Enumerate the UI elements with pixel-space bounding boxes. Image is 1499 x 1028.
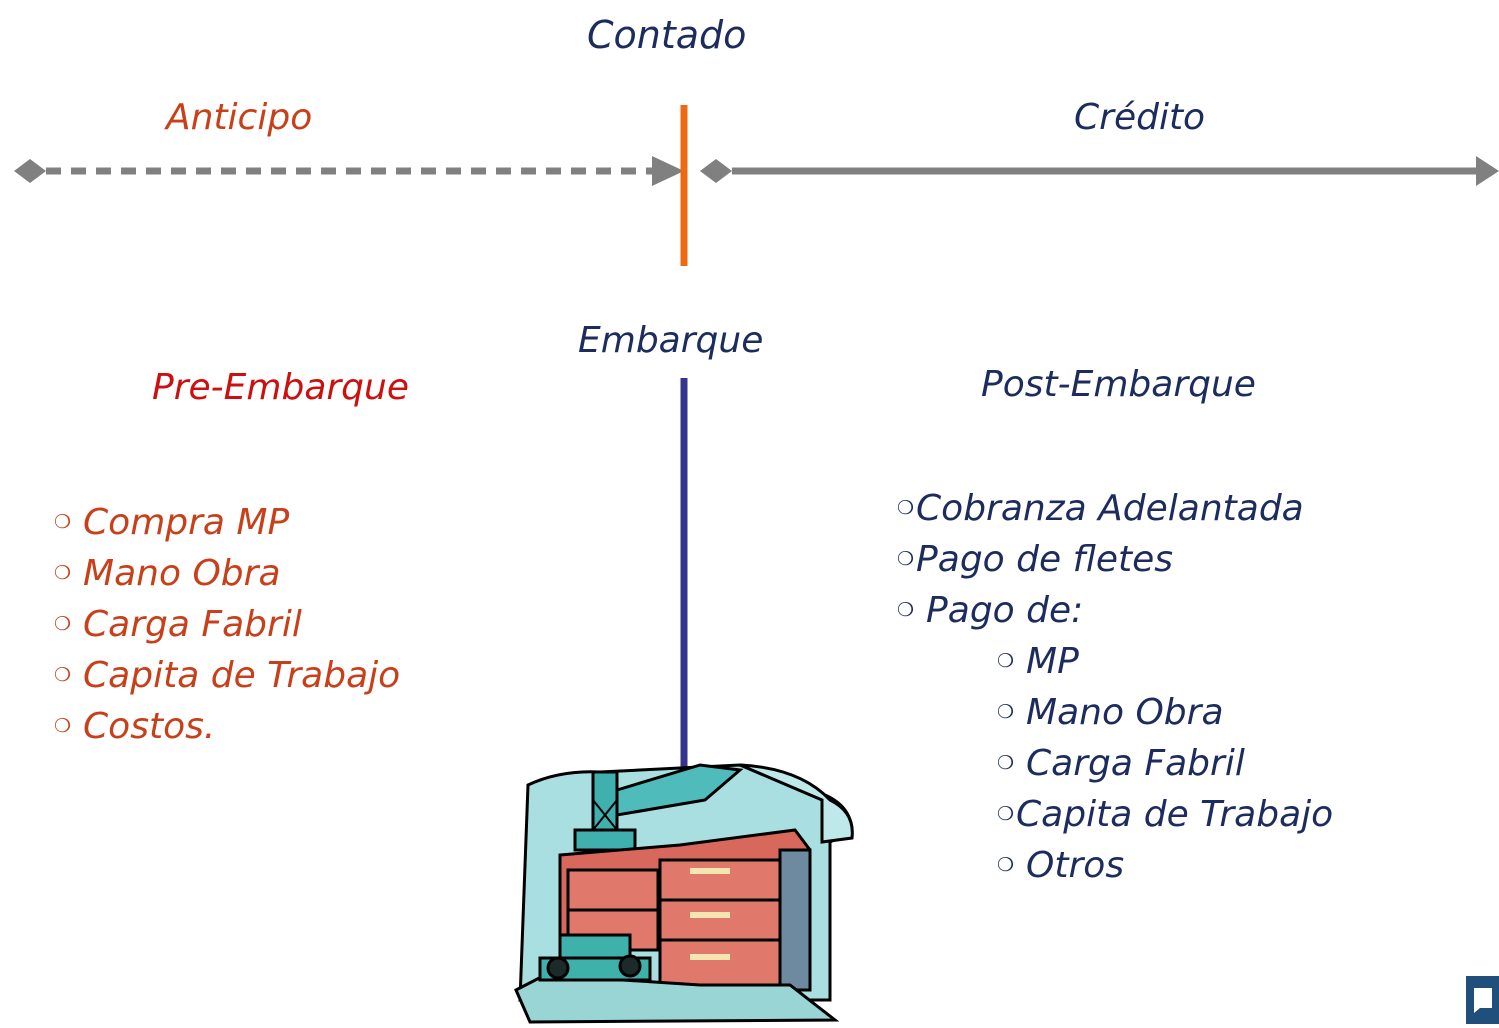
list-item: ❍Pago de fletes [897,539,1174,580]
timeline-right-label: Crédito [1074,97,1206,138]
bullet-icon: ❍ [997,752,1015,774]
post-embarque-heading: Post-Embarque [981,364,1256,405]
bullet-icon: ❍ [997,701,1015,723]
bullet-icon: ❍ [54,715,72,737]
list-item: ❍Mano Obra [54,553,281,594]
bullet-icon: ❍ [54,511,72,533]
bullet-icon: ❍ [997,650,1015,672]
port-cargo-crane-icon [514,763,854,1024]
list-item: ❍Mano Obra [997,692,1224,733]
list-item: ❍Capita de Trabajo [54,655,401,696]
bullet-icon: ❍ [997,803,1015,825]
post-embarque-sublist: ❍MP ❍Mano Obra ❍Carga Fabril ❍Capita de … [997,636,1333,891]
bullet-icon: ❍ [54,562,72,584]
timeline-left-arrow [14,156,684,186]
list-item: ❍Carga Fabril [54,604,302,645]
post-embarque-list: ❍Cobranza Adelantada ❍Pago de fletes ❍Pa… [897,483,1304,636]
embarque-label: Embarque [578,320,764,361]
list-item: ❍Costos. [54,706,216,747]
pre-embarque-list: ❍Compra MP ❍Mano Obra ❍Carga Fabril ❍Cap… [54,497,400,752]
bullet-icon: ❍ [54,613,72,635]
bullet-icon: ❍ [897,497,915,519]
list-item: ❍Cobranza Adelantada [897,488,1304,529]
timeline-left-label: Anticipo [166,97,313,138]
bullet-icon: ❍ [897,548,915,570]
list-item: ❍MP [997,641,1079,682]
list-item: ❍Pago de: [897,590,1084,631]
list-item: ❍Carga Fabril [997,743,1245,784]
bullet-icon: ❍ [54,664,72,686]
list-item: ❍Otros [997,845,1125,886]
bullet-icon: ❍ [897,599,915,621]
pre-embarque-heading: Pre-Embarque [152,367,409,408]
timeline-right-arrow [700,156,1499,186]
bullet-icon: ❍ [997,854,1015,876]
presentation-icon[interactable] [1466,976,1499,1024]
diagram-title: Contado [587,13,747,57]
list-item: ❍Compra MP [54,502,290,543]
list-item: ❍Capita de Trabajo [997,794,1334,835]
